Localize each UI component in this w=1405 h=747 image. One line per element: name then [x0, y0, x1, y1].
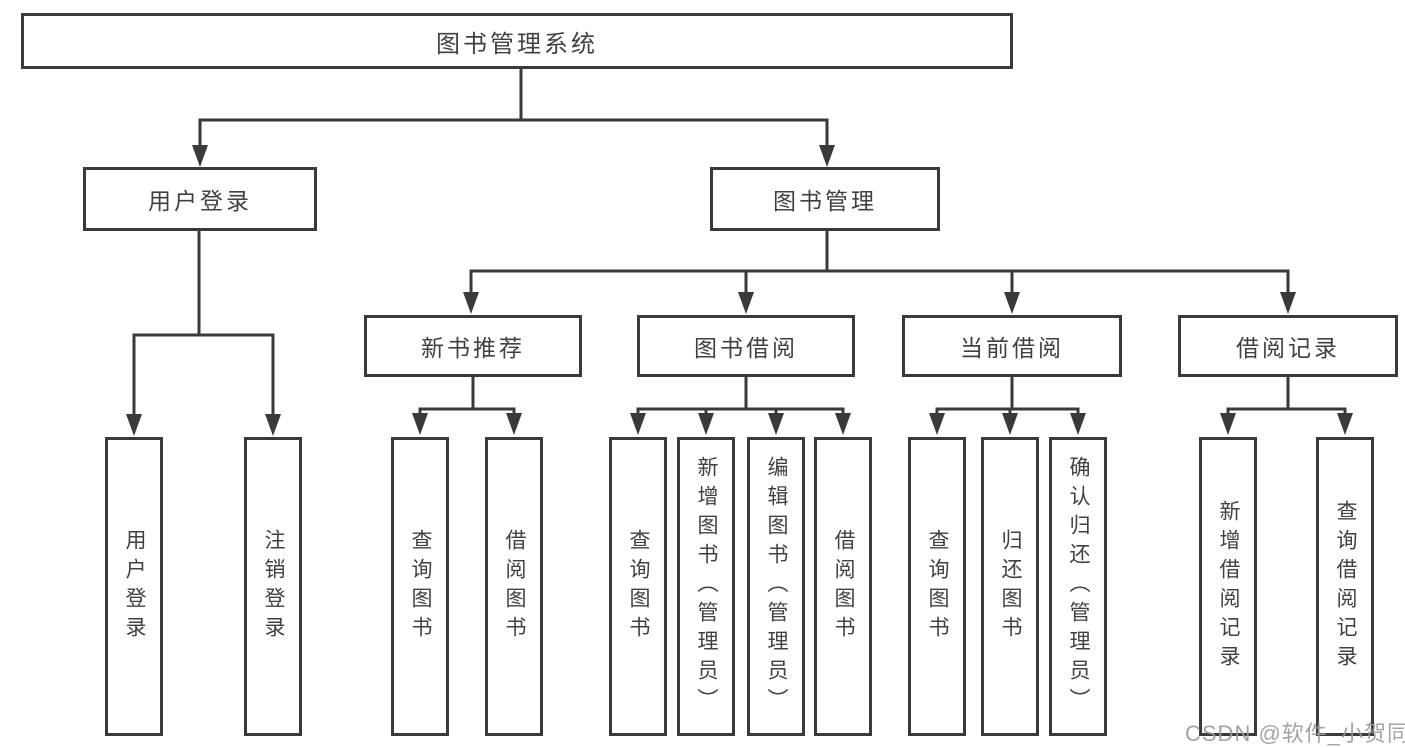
node-add-borrow-record: 新增借阅记录 — [1199, 437, 1257, 736]
edges-borrow-records — [1220, 375, 1353, 435]
node-current-borrow: 当前借阅 — [902, 315, 1122, 377]
node-book-borrow: 图书借阅 — [637, 315, 855, 377]
node-edit-books-admin: 编辑图书（管理员） — [747, 437, 805, 736]
node-logout-action: 注销登录 — [244, 437, 302, 736]
node-library-system: 图书管理系统 — [21, 13, 1013, 69]
edges-new-book-recommend — [412, 375, 522, 435]
node-query-books-recommend: 查询图书 — [391, 437, 449, 736]
edges-root — [192, 67, 835, 167]
node-borrow-records: 借阅记录 — [1178, 315, 1398, 377]
node-query-books-borrow: 查询图书 — [609, 437, 667, 736]
node-user-login-action: 用户登录 — [105, 437, 163, 736]
node-confirm-return-admin: 确认归还（管理员） — [1049, 437, 1107, 736]
node-query-books-current: 查询图书 — [908, 437, 966, 736]
node-return-books: 归还图书 — [981, 437, 1039, 736]
node-query-borrow-record: 查询借阅记录 — [1316, 437, 1374, 736]
edges-book-management — [463, 229, 1296, 314]
node-new-book-recommend: 新书推荐 — [364, 315, 582, 377]
node-user-login-module: 用户登录 — [83, 167, 317, 231]
node-add-books-admin: 新增图书（管理员） — [677, 437, 735, 736]
edges-book-borrow — [630, 375, 851, 435]
csdn-watermark: CSDN @软件_小贺同学 — [1185, 721, 1405, 746]
node-borrow-books-recommend: 借阅图书 — [485, 437, 543, 736]
edges-user-login — [126, 229, 281, 436]
node-book-management-module: 图书管理 — [710, 167, 940, 231]
node-borrow-books-action: 借阅图书 — [814, 437, 872, 736]
edges-current-borrow — [929, 375, 1086, 435]
